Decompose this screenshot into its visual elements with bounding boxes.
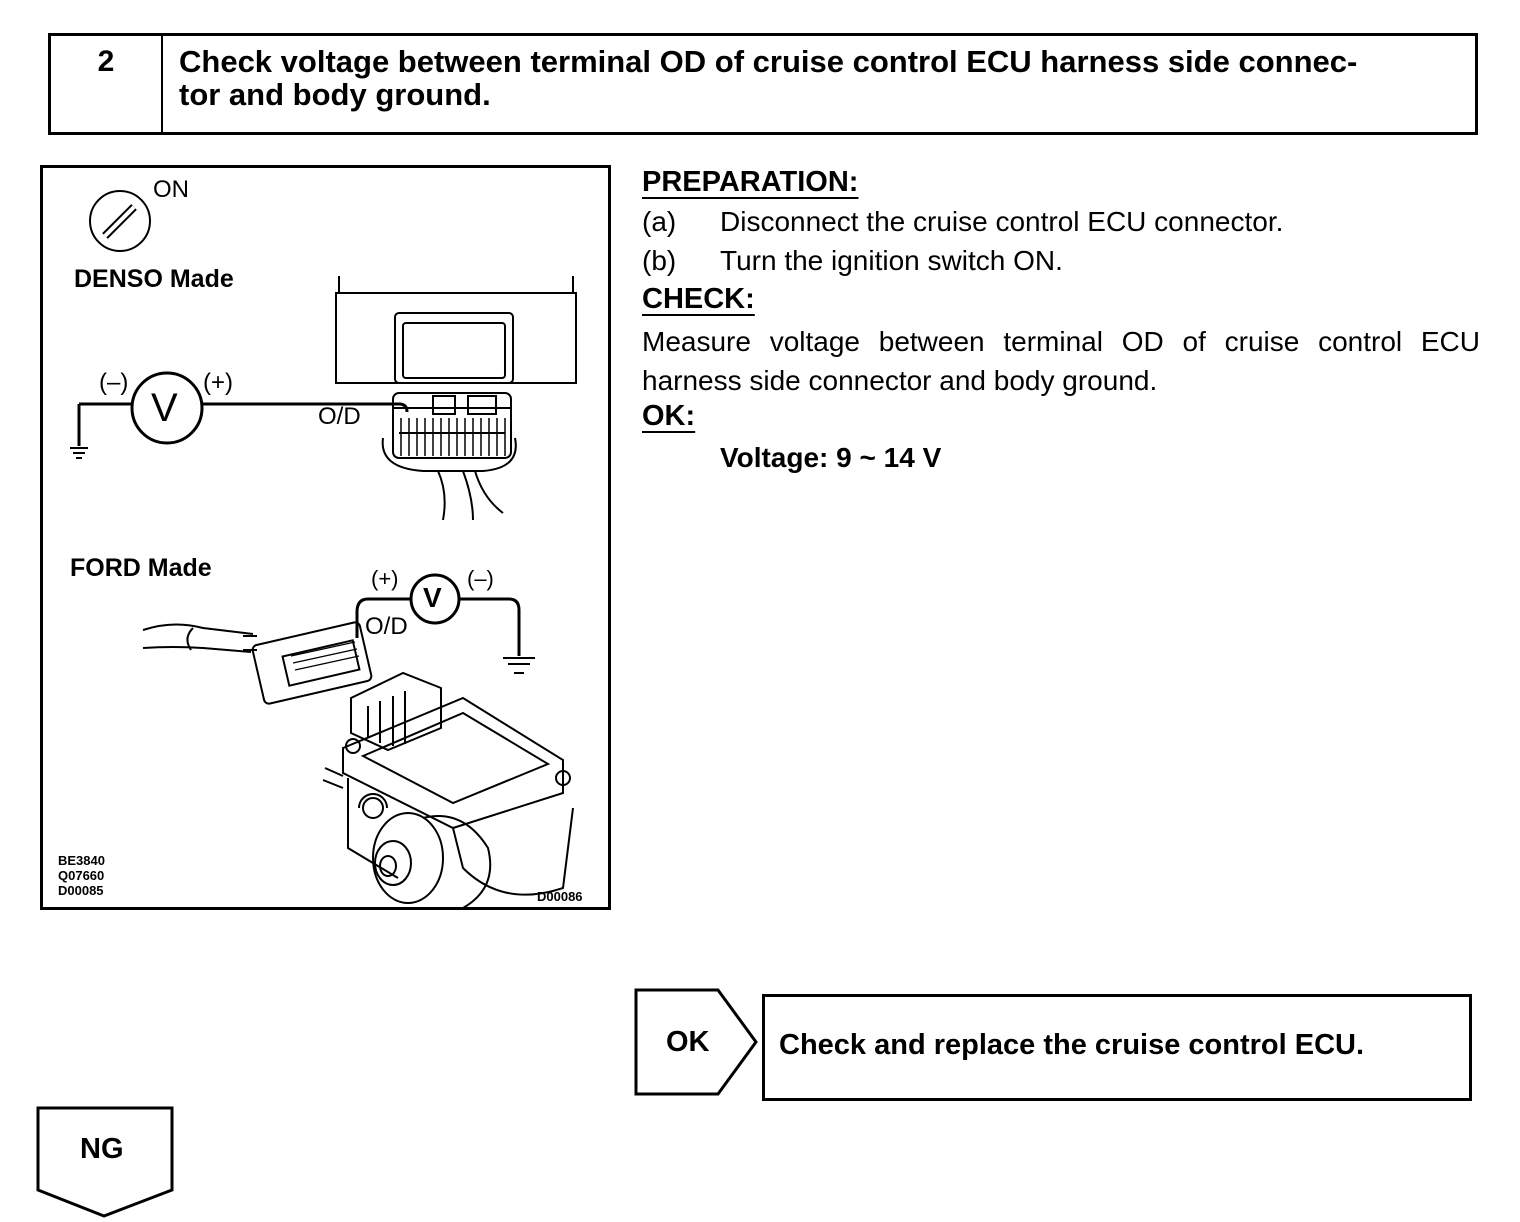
step-number: 2 (51, 36, 163, 132)
ok-arrow-shape (634, 988, 758, 1096)
step-b-label: (b) (642, 245, 677, 276)
denso-minus-label: (–) (99, 369, 129, 396)
ford-connector (142, 621, 373, 705)
check-text-line-2: harness side connector and body ground. (642, 365, 1158, 396)
denso-meter-circuit (70, 371, 409, 459)
ok-result-action: Check and replace the cruise control ECU… (779, 1029, 1365, 1061)
step-b-text: Turn the ignition switch ON. (720, 245, 1063, 276)
step-header: 2 Check voltage between terminal OD of c… (48, 33, 1478, 135)
ok-heading: OK: (642, 400, 696, 432)
ford-made-label: FORD Made (70, 554, 212, 582)
denso-connector (381, 392, 517, 521)
ng-arrow-shape (36, 1106, 174, 1218)
check-text: Measure voltage between terminal OD of c… (642, 322, 1480, 400)
check-text-line-1: Measure voltage between terminal OD of c… (642, 326, 1480, 357)
denso-od-label: O/D (318, 403, 361, 430)
ford-meter-circuit (355, 573, 535, 674)
ok-result-label: OK (666, 1026, 710, 1058)
ford-od-label: O/D (365, 613, 408, 640)
preparation-heading: PREPARATION: (642, 166, 859, 198)
figure-codes-left: BE3840 Q07660 D00085 (58, 853, 105, 898)
figure-code: D00085 (58, 883, 104, 898)
denso-ecu-housing (335, 276, 577, 384)
denso-made-label: DENSO Made (74, 265, 234, 293)
figure-drawing (70, 190, 577, 907)
step-title-line-2: tor and body ground. (179, 77, 491, 112)
ford-minus-label: (–) (467, 566, 494, 591)
step-title: Check voltage between terminal OD of cru… (179, 45, 1459, 111)
ignition-on-label: ON (153, 176, 189, 203)
denso-plus-label: (+) (203, 369, 233, 396)
ok-result-box: Check and replace the cruise control ECU… (762, 994, 1472, 1101)
step-a-label: (a) (642, 206, 677, 237)
ford-actuator (322, 671, 574, 907)
voltage-spec: Voltage: 9 ~ 14 V (720, 442, 942, 473)
figure-code: BE3840 (58, 853, 105, 868)
ng-result-label: NG (80, 1133, 124, 1165)
ford-meter-symbol: V (423, 582, 442, 613)
ford-plus-label: (+) (371, 566, 399, 591)
ignition-switch-icon (89, 190, 151, 252)
wiring-figure: ON DENSO Made (–) (+) V O/D FORD Made (+… (40, 165, 611, 910)
figure-code-right: D00086 (537, 889, 583, 904)
check-heading: CHECK: (642, 283, 755, 315)
step-a-text: Disconnect the cruise control ECU connec… (720, 206, 1284, 237)
figure-code: Q07660 (58, 868, 105, 883)
step-title-line-1: Check voltage between terminal OD of cru… (179, 44, 1358, 79)
denso-meter-symbol: V (151, 386, 178, 430)
